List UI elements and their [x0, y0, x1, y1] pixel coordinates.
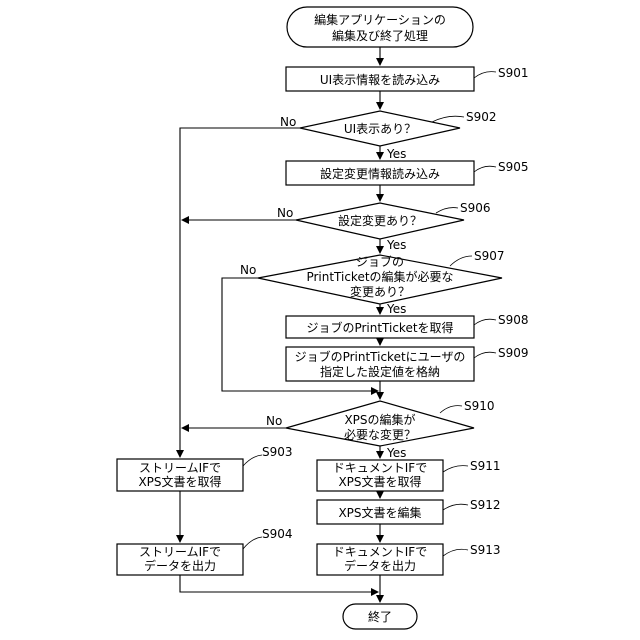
step-id-s908: S908	[498, 313, 529, 327]
no-label-s906: No	[277, 206, 293, 220]
decision-s910-line2: 必要な変更？	[344, 427, 416, 442]
yes-label-s906: Yes	[386, 238, 406, 252]
leader-s905	[474, 166, 496, 172]
process-s908-text: ジョブのPrintTicketを取得	[306, 320, 453, 335]
leader-s910	[440, 406, 462, 413]
process-s909-line1: ジョブのPrintTicketにユーザの	[295, 349, 466, 364]
end-terminal: 終了	[343, 604, 417, 629]
leader-s904	[243, 537, 262, 549]
leader-s909	[474, 352, 496, 358]
step-id-s902: S902	[466, 110, 497, 124]
step-id-s904: S904	[262, 527, 293, 541]
step-id-s913: S913	[470, 543, 501, 557]
step-id-s909: S909	[498, 346, 529, 360]
arrow-s904-merge	[180, 575, 378, 592]
process-s903: ストリームIFで XPS文書を取得	[117, 459, 243, 491]
step-id-s907: S907	[474, 249, 505, 263]
decision-s910: XPSの編集が 必要な変更？	[286, 401, 474, 446]
start-terminal: 編集アプリケーションの 編集及び終了処理	[287, 7, 473, 47]
leader-s911	[443, 466, 468, 472]
process-s911-line1: ドキュメントIFで	[333, 461, 427, 475]
step-id-s912: S912	[470, 498, 501, 512]
process-s904: ストリームIFで データを出力	[117, 544, 243, 575]
decision-s907-line2: PrintTicketの編集が必要な	[306, 269, 453, 284]
process-s913-line2: データを出力	[344, 558, 416, 573]
process-s904-line2: データを出力	[144, 558, 216, 573]
leader-s907	[450, 256, 472, 266]
yes-label-s902: Yes	[386, 147, 406, 161]
arrow-s902-no	[180, 128, 300, 457]
process-s912: XPS文書を編集	[317, 500, 443, 524]
leader-s901	[474, 72, 496, 78]
start-line2: 編集及び終了処理	[332, 28, 428, 43]
process-s911-line2: XPS文書を取得	[338, 474, 421, 489]
process-s913: ドキュメントIFで データを出力	[317, 544, 443, 575]
end-text: 終了	[368, 609, 392, 624]
yes-label-s907: Yes	[386, 302, 406, 316]
decision-s902-text: UI表示あり？	[344, 122, 416, 136]
step-id-s910: S910	[464, 399, 495, 413]
leader-s912	[443, 504, 468, 510]
decision-s907: ジョブの PrintTicketの編集が必要な 変更あり？	[258, 254, 502, 304]
decision-s910-line1: XPSの編集が	[344, 412, 415, 427]
process-s912-text: XPS文書を編集	[338, 505, 421, 520]
leader-s908	[474, 319, 496, 325]
start-line1: 編集アプリケーションの	[314, 12, 446, 27]
decision-s907-line1: ジョブの	[356, 254, 404, 269]
decision-s906-text: 設定変更あり？	[338, 213, 422, 228]
process-s905-text: 設定変更情報読み込み	[320, 166, 440, 181]
leader-s902	[432, 116, 464, 122]
process-s908: ジョブのPrintTicketを取得	[286, 316, 474, 338]
yes-label-s910: Yes	[386, 446, 406, 460]
decision-s902: UI表示あり？	[300, 111, 460, 146]
process-s901: UI表示情報を読み込み	[286, 67, 474, 91]
step-id-s901: S901	[498, 66, 529, 80]
no-label-s902: No	[280, 115, 296, 129]
leader-s903	[243, 455, 262, 466]
process-s901-text: UI表示情報を読み込み	[320, 72, 440, 87]
no-label-s910: No	[266, 414, 282, 428]
step-id-s911: S911	[470, 459, 501, 473]
process-s904-line1: ストリームIFで	[139, 545, 221, 559]
decision-s907-line3: 変更あり？	[350, 284, 410, 299]
process-s903-line1: ストリームIFで	[139, 461, 221, 475]
leader-s913	[443, 549, 468, 556]
decision-s906: 設定変更あり？	[296, 203, 464, 239]
process-s909: ジョブのPrintTicketにユーザの 指定した設定値を格納	[286, 347, 474, 381]
process-s911: ドキュメントIFで XPS文書を取得	[317, 460, 443, 491]
leader-s906	[436, 208, 458, 213]
step-id-s906: S906	[460, 201, 491, 215]
process-s903-line2: XPS文書を取得	[138, 474, 221, 489]
step-id-s905: S905	[498, 160, 529, 174]
step-id-s903: S903	[262, 445, 293, 459]
process-s905: 設定変更情報読み込み	[286, 161, 474, 185]
process-s909-line2: 指定した設定値を格納	[320, 364, 440, 379]
no-label-s907: No	[240, 263, 256, 277]
process-s913-line1: ドキュメントIFで	[333, 545, 427, 559]
